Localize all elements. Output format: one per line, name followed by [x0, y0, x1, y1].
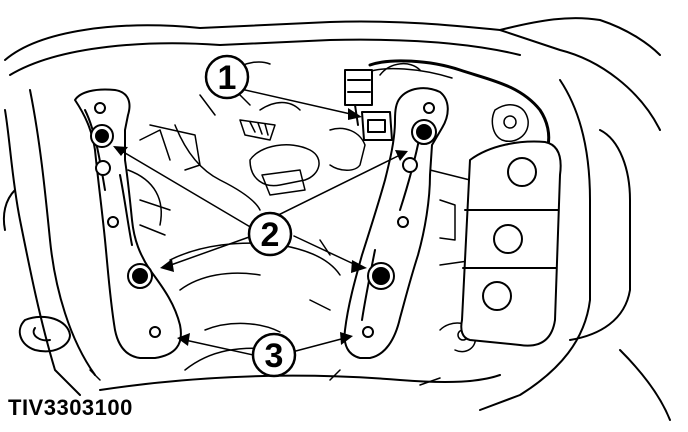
callout-circles: [204, 54, 297, 378]
module-block: [460, 140, 562, 347]
callout-1-label: 1: [218, 59, 237, 97]
figure-id-label: TIV3303100: [8, 395, 133, 420]
wiring-harness: [344, 59, 551, 147]
callout-1-circle: [204, 54, 250, 100]
callout-3-circle: [251, 332, 297, 378]
callout-3-label: 3: [265, 337, 284, 375]
door-panel-outline: [2, 17, 671, 421]
arrowheads: [113, 108, 408, 346]
rivets: [94, 102, 435, 338]
callout-2-label: 2: [261, 216, 280, 254]
left-regulator-rail: [74, 88, 201, 359]
callout-2-circle: [247, 211, 293, 257]
bolts: [90, 119, 437, 290]
